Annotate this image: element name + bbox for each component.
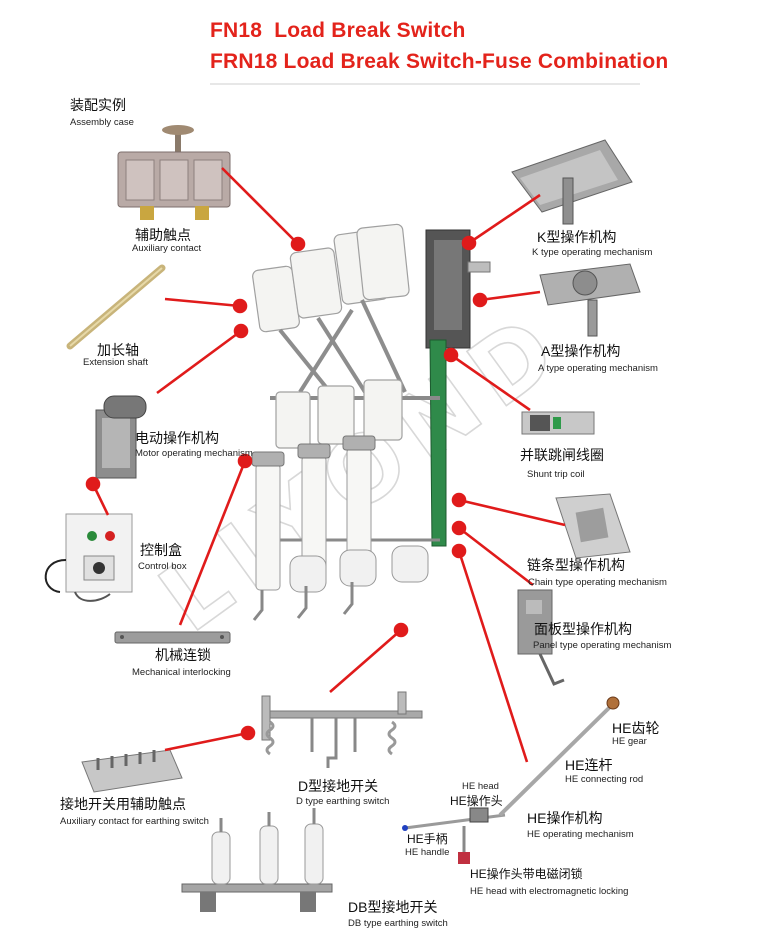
d-type-earthing-switch-picture <box>261 691 423 768</box>
callout-dot-control-box <box>85 476 101 492</box>
label-zh: 链条型操作机构 <box>527 557 625 573</box>
callout-line-earth-aux <box>164 731 249 752</box>
callout-dot-panel <box>451 520 467 536</box>
label-zh: A型操作机构 <box>541 343 621 359</box>
label-en: D type earthing switch <box>296 796 390 807</box>
callout-line-shunt <box>450 353 531 412</box>
label-en: HE gear <box>612 736 647 747</box>
label-en: HE handle <box>405 847 450 858</box>
callout-dot-k-type <box>461 235 477 251</box>
label-en: HE head <box>462 781 499 792</box>
label-en: K type operating mechanism <box>532 247 653 258</box>
label-en: HE head with electromagnetic locking <box>470 886 629 897</box>
label-en: Motor operating mechanism <box>135 448 253 459</box>
a-type-mechanism-picture <box>539 263 641 337</box>
label-zh: DB型接地开关 <box>348 899 438 915</box>
label-en: Chain type operating mechanism <box>528 577 667 588</box>
title-line-1: FN18 Load Break Switch <box>210 19 466 42</box>
label-zh: 装配实例 <box>70 97 126 113</box>
callout-line-aux-contact <box>221 167 299 245</box>
label-zh: HE连杆 <box>565 757 613 773</box>
callout-dot-chain <box>451 492 467 508</box>
label-zh: 机械连锁 <box>155 647 211 663</box>
label-en: Assembly case <box>70 117 134 128</box>
control-box-picture <box>44 513 133 602</box>
callout-line-motor <box>156 329 242 395</box>
label-zh: HE操作头 <box>450 794 503 808</box>
label-zh: HE齿轮 <box>612 720 660 736</box>
label-zh: 接地开关用辅助触点 <box>60 796 186 812</box>
label-zh: 加长轴 <box>97 342 139 358</box>
label-en: DB type earthing switch <box>348 918 448 929</box>
motor-mechanism-picture <box>95 395 147 479</box>
label-en: HE operating mechanism <box>527 829 634 840</box>
assembly-case-picture <box>117 125 231 220</box>
label-zh: K型操作机构 <box>537 229 617 245</box>
label-en: Shunt trip coil <box>527 469 585 480</box>
callout-dot-shunt <box>443 347 459 363</box>
callout-line-he <box>457 550 529 763</box>
callout-dot-earth-aux <box>240 725 256 741</box>
panel-type-mechanism-picture <box>517 589 565 686</box>
label-zh: 并联跳闸线圈 <box>520 447 604 463</box>
extension-shaft-picture <box>66 264 166 350</box>
callout-dot-extension-shaft <box>232 298 248 314</box>
callout-dot-d-type <box>393 622 409 638</box>
label-en: Control box <box>138 561 187 572</box>
label-en: Auxiliary contact for earthing switch <box>60 816 209 827</box>
callout-dot-aux-contact <box>290 236 306 252</box>
fn18-switch-picture <box>251 223 491 621</box>
earthing-aux-contact-picture <box>81 749 183 793</box>
callout-dot-interlock <box>237 453 253 469</box>
label-zh: 电动操作机构 <box>135 430 219 446</box>
callout-line-panel <box>458 526 534 587</box>
title-line-2: FRN18 Load Break Switch-Fuse Combination <box>210 50 669 73</box>
label-en: A type operating mechanism <box>538 363 658 374</box>
callout-dot-a-type <box>472 292 488 308</box>
label-zh: D型接地开关 <box>298 778 379 794</box>
label-zh: HE操作头带电磁闭锁 <box>470 867 583 881</box>
callout-line-d-type <box>329 629 402 693</box>
label-zh: 控制盒 <box>140 542 182 558</box>
he-mechanism-picture <box>402 696 620 864</box>
callout-dot-he <box>451 543 467 559</box>
label-en: HE connecting rod <box>565 774 644 785</box>
mechanical-interlocking-picture <box>114 631 231 644</box>
shunt-trip-coil-picture <box>521 411 595 435</box>
label-zh: 辅助触点 <box>135 227 191 243</box>
callout-line-chain <box>458 498 566 527</box>
label-zh: HE操作机构 <box>527 810 603 826</box>
label-en: Panel type operating mechanism <box>533 640 672 651</box>
callout-dot-motor <box>233 323 249 339</box>
label-en: Mechanical interlocking <box>132 667 231 678</box>
callout-line-extension-shaft <box>164 297 241 308</box>
label-en: Auxiliary contact <box>132 243 202 254</box>
k-type-mechanism-picture <box>511 139 633 225</box>
callout-line-interlock <box>178 460 247 626</box>
label-zh: 面板型操作机构 <box>534 621 632 637</box>
chain-type-mechanism-picture <box>555 493 631 559</box>
label-en: Extension shaft <box>83 357 148 368</box>
db-type-earthing-switch-picture <box>181 808 333 912</box>
label-zh: HE手柄 <box>407 832 448 846</box>
callout-line-a-type <box>479 290 541 302</box>
callout-line-k-type <box>468 193 541 245</box>
